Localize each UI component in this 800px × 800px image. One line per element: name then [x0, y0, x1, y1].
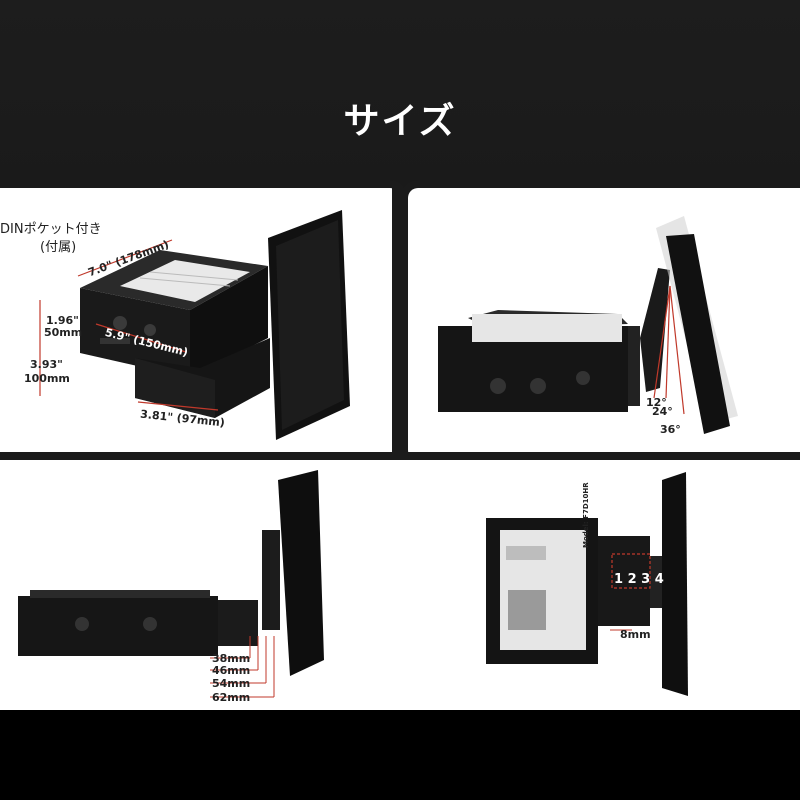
model-plate-label: Model: F7D10HR — [582, 482, 590, 548]
tilt-angle-36: 36° — [660, 423, 681, 436]
din-pocket-note: DINポケット付き — [0, 222, 102, 237]
small-height-mm-label: 50mm — [44, 326, 83, 339]
offset-54mm: 54mm — [212, 677, 251, 690]
header-band — [0, 0, 800, 200]
offset-62mm: 62mm — [212, 691, 251, 704]
tilt-angle-12: 12° — [646, 396, 667, 409]
large-height-inch-label: 3.93" — [30, 358, 63, 371]
din-pocket-note-sub: (付属) — [40, 240, 77, 255]
large-height-mm-label: 100mm — [24, 372, 70, 385]
rear-offset-label: 8mm — [620, 628, 651, 641]
offset-46mm: 46mm — [212, 664, 251, 677]
head-unit-tilt-illustration — [438, 216, 738, 434]
offset-38mm: 38mm — [212, 652, 251, 665]
tilt-angle-24: 24° — [652, 405, 673, 418]
footer-band — [0, 710, 800, 800]
head-unit-3d-illustration — [39, 210, 350, 440]
page-title: サイズ — [343, 101, 457, 142]
head-unit-rear-illustration — [486, 472, 688, 696]
small-height-inch-label: 1.96" — [46, 314, 79, 327]
head-unit-side-illustration — [18, 470, 324, 698]
mount-positions-label: 1 2 3 4 — [614, 572, 664, 587]
panel-divider-vertical — [392, 188, 408, 460]
